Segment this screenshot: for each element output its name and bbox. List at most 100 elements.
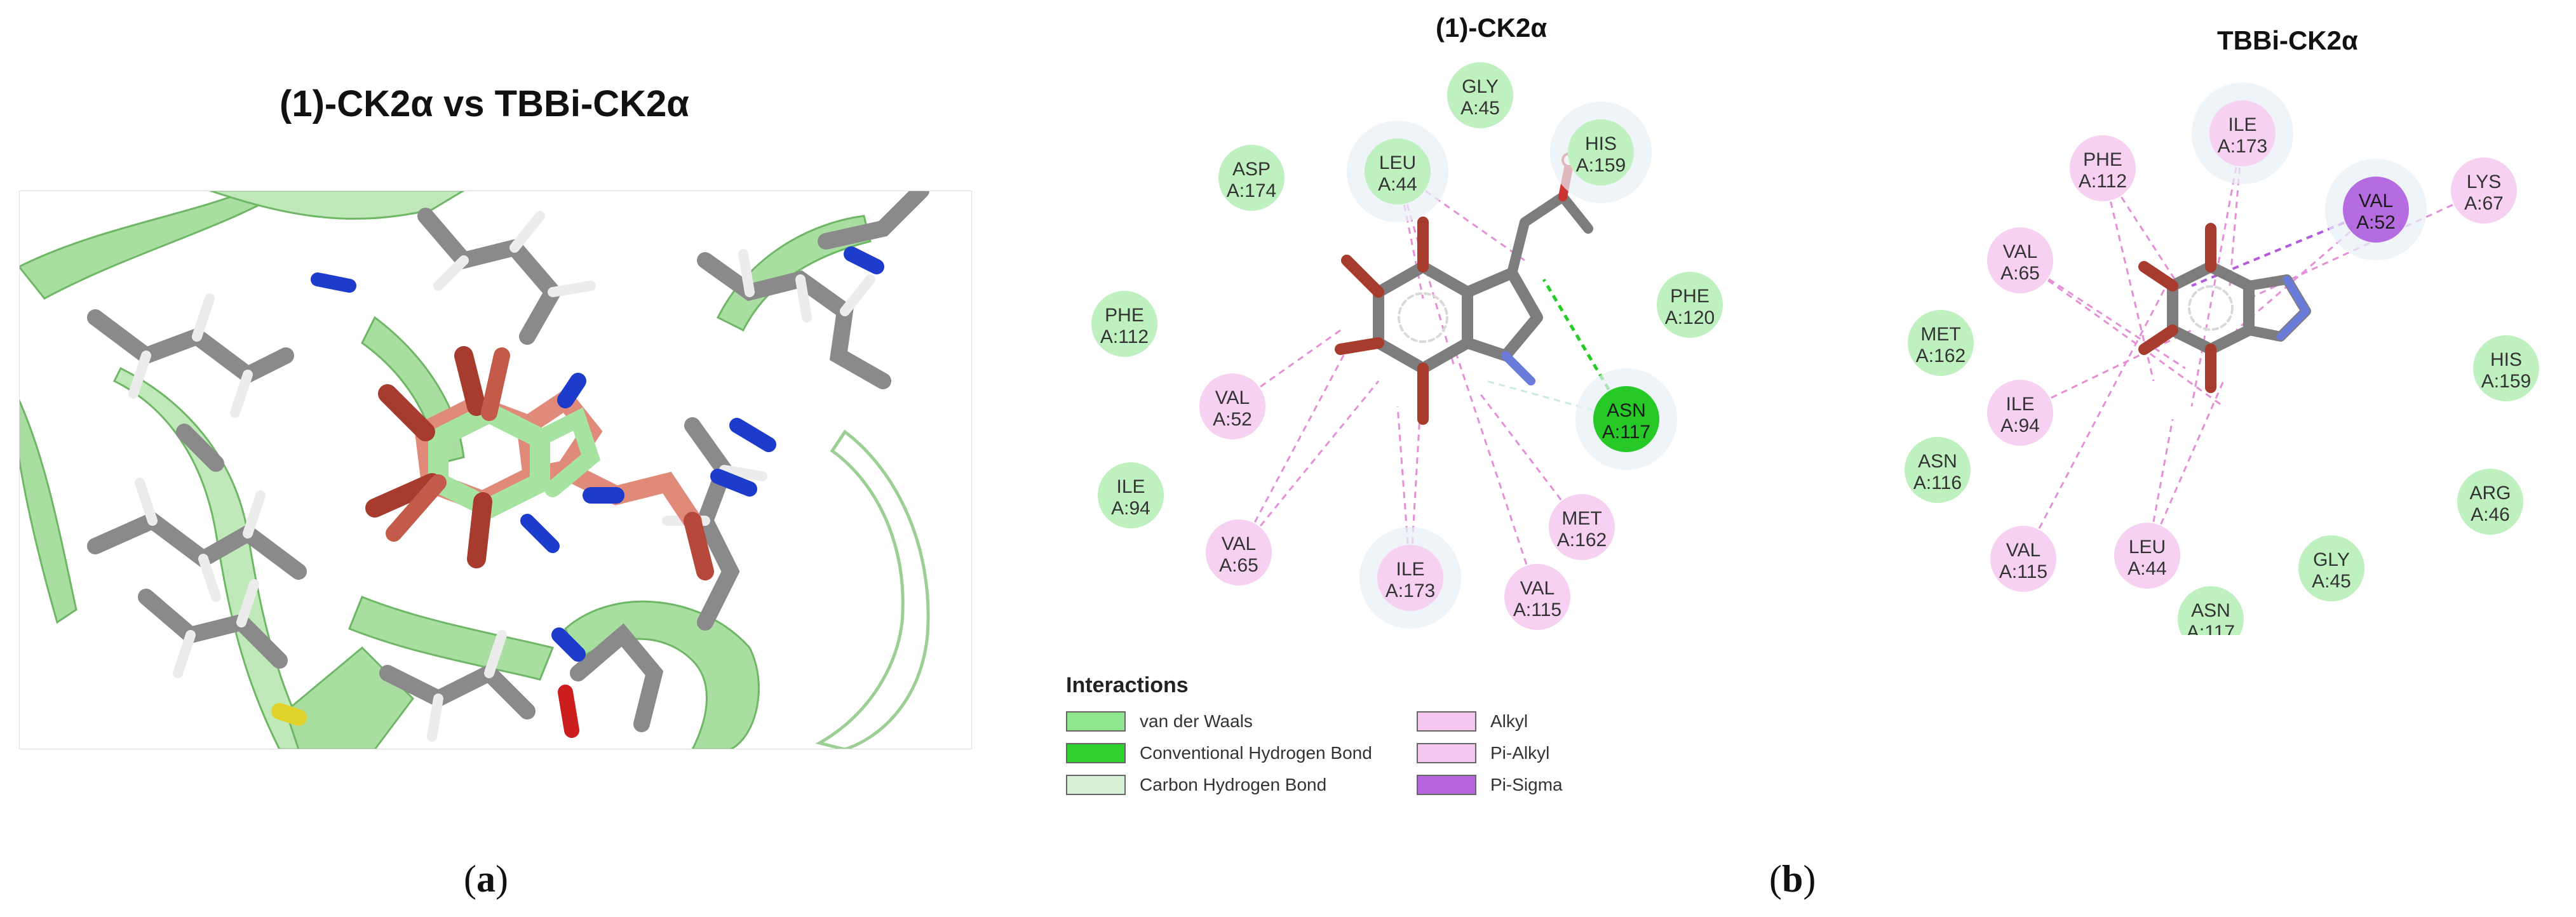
- legend-swatch: [1417, 711, 1476, 732]
- residue-id: A:45: [1460, 98, 1500, 119]
- residue-name: LEU: [1379, 152, 1416, 173]
- ligand-overlay: [365, 346, 714, 580]
- interaction-line: [2101, 168, 2155, 382]
- interaction-line: [1237, 380, 1380, 553]
- interaction-line: [2020, 329, 2192, 414]
- interaction-line: [2020, 259, 2186, 370]
- legend-swatch: [1066, 775, 1126, 795]
- residue-name: MET: [1920, 324, 1960, 345]
- residue-name: VAL: [1222, 533, 1256, 554]
- residue-id: A:173: [1386, 580, 1435, 601]
- residue-name: VAL: [1520, 578, 1554, 599]
- residue-name: VAL: [2359, 191, 2393, 211]
- panel-b-label: (b): [1769, 858, 1816, 900]
- residue-name: PHE: [1105, 305, 1144, 326]
- panel-a-label: (a): [464, 858, 508, 900]
- residue-name: PHE: [1670, 286, 1709, 307]
- residue-name: LEU: [2129, 537, 2166, 558]
- interaction-line: [2235, 208, 2377, 331]
- left-diagram-title: (1)-CK2α: [1436, 13, 1548, 43]
- legend-label: Pi-Sigma: [1490, 775, 1563, 794]
- residue-name: VAL: [2006, 540, 2040, 561]
- legend-swatch: [1417, 743, 1476, 763]
- residue-id: A:159: [2481, 371, 2531, 392]
- panel-a-title: (1)-CK2α vs TBBi-CK2α: [280, 83, 689, 124]
- residue-id: A:159: [1576, 155, 1626, 176]
- interaction-line: [2146, 380, 2225, 556]
- residue-id: A:44: [1378, 174, 1417, 195]
- residue-name: LYS: [2467, 171, 2501, 192]
- residue-name: VAL: [1215, 387, 1250, 408]
- residue-name: HIS: [1585, 133, 1617, 154]
- legend-item-pi-sigma: Pi-Sigma: [1417, 775, 1563, 795]
- residue-id: A:94: [1111, 498, 1150, 519]
- residue-id: A:52: [1213, 409, 1252, 430]
- legend-item-van-der-waals: van der Waals: [1066, 711, 1253, 732]
- legend-swatch: [1417, 775, 1476, 795]
- residue-id: A:94: [2000, 415, 2040, 436]
- residue-id: A:44: [2128, 558, 2167, 579]
- interaction-line: [1237, 349, 1348, 553]
- residue-name: ILE: [2228, 114, 2256, 135]
- legend-item-pi-alkyl: Pi-Alkyl: [1417, 743, 1549, 763]
- residue-name: VAL: [2003, 241, 2037, 262]
- residue-name: ASN: [1918, 451, 1957, 472]
- left-interaction-diagram: GLYA:45HISA:159ASPA:174LEUA:44PHEA:120PH…: [1091, 62, 1723, 630]
- residue-id: A:115: [1513, 599, 1561, 620]
- legend-swatch: [1066, 743, 1126, 763]
- legend-label: Carbon Hydrogen Bond: [1140, 775, 1327, 794]
- residue-name: ILE: [1396, 559, 1424, 580]
- legend-item-carbon-hydrogen-bond: Carbon Hydrogen Bond: [1066, 775, 1326, 795]
- residue-name: ARG: [2469, 483, 2511, 504]
- residue-name: GLY: [1462, 76, 1499, 97]
- legend-swatch: [1066, 711, 1126, 732]
- legend-title: Interactions: [1066, 673, 1189, 697]
- right-diagram-title: TBBi-CK2α: [2217, 25, 2358, 55]
- residue-id: A:162: [1916, 345, 1966, 366]
- legend-label: Pi-Alkyl: [1490, 743, 1550, 763]
- residue-id: A:117: [1602, 422, 1650, 443]
- residue-id: A:65: [2000, 263, 2040, 284]
- residue-name: PHE: [2083, 149, 2122, 170]
- residue-id: A:112: [1100, 326, 1149, 347]
- residue-name: HIS: [2490, 349, 2522, 370]
- residue-name: ILE: [2006, 394, 2034, 415]
- residue-name: ASP: [1232, 159, 1271, 180]
- interaction-line: [1396, 171, 1424, 299]
- legend-item-conventional-hydrogen-bond: Conventional Hydrogen Bond: [1066, 743, 1372, 763]
- residue-name: ILE: [1116, 476, 1145, 497]
- residue-id: A:65: [1219, 555, 1258, 576]
- residue-id: A:174: [1227, 180, 1276, 201]
- residue-id: A:120: [1665, 307, 1715, 328]
- heteroatoms: [271, 246, 884, 738]
- tbbi-ligand-structure: [2138, 223, 2311, 393]
- residue-name: ASN: [2191, 600, 2230, 621]
- residue-id: A:116: [1913, 472, 1962, 493]
- ligand-1-structure: [1335, 152, 1593, 425]
